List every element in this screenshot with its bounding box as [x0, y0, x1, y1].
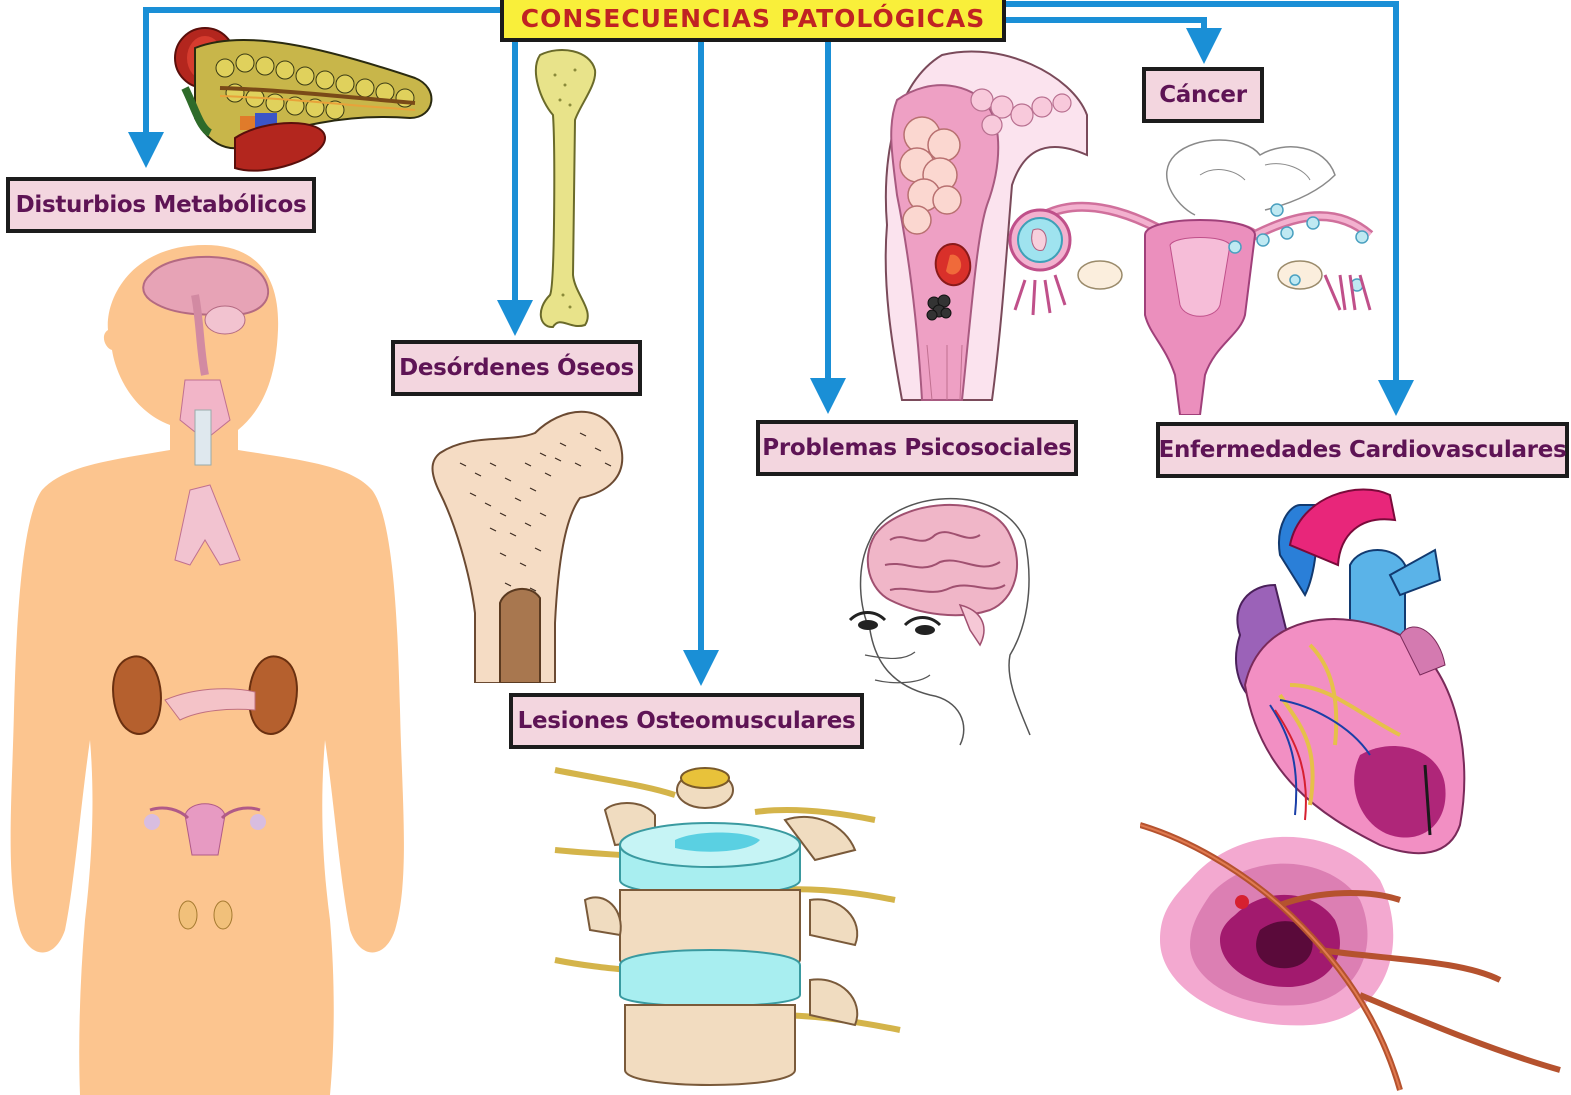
label-cardiovascular-diseases: Enfermedades Cardiovasculares	[1156, 422, 1569, 478]
label-cardiovascular-text: Enfermedades Cardiovasculares	[1159, 437, 1567, 463]
label-metabolic-disorders: Disturbios Metabólicos	[6, 177, 316, 233]
label-metabolic-text: Disturbios Metabólicos	[16, 192, 307, 218]
label-psychosocial-text: Problemas Psicosociales	[762, 435, 1071, 461]
infarct-tissue-icon	[1140, 820, 1570, 1095]
label-psychosocial-problems: Problemas Psicosociales	[756, 420, 1078, 476]
label-musculoskeletal-injuries: Lesiones Osteomusculares	[509, 693, 864, 749]
title-box: CONSECUENCIAS PATOLÓGICAS	[500, 0, 1006, 42]
arrow-cancer	[998, 20, 1204, 46]
label-musculoskeletal-text: Lesiones Osteomusculares	[518, 708, 856, 734]
label-bone-text: Desórdenes Óseos	[399, 355, 634, 381]
femur-cross-section-icon	[430, 403, 630, 683]
label-bone-disorders: Desórdenes Óseos	[391, 340, 642, 396]
uterus-ovaries-icon	[1005, 135, 1390, 415]
vertebrae-icon	[545, 760, 905, 1095]
femur-icon	[525, 45, 615, 335]
label-cancer-text: Cáncer	[1159, 82, 1247, 108]
label-cancer: Cáncer	[1142, 67, 1264, 123]
diagram-title: CONSECUENCIAS PATOLÓGICAS	[521, 4, 986, 33]
heart-icon	[1220, 485, 1480, 860]
pancreas-icon	[165, 18, 440, 178]
human-body-endocrine-icon	[0, 240, 420, 1095]
